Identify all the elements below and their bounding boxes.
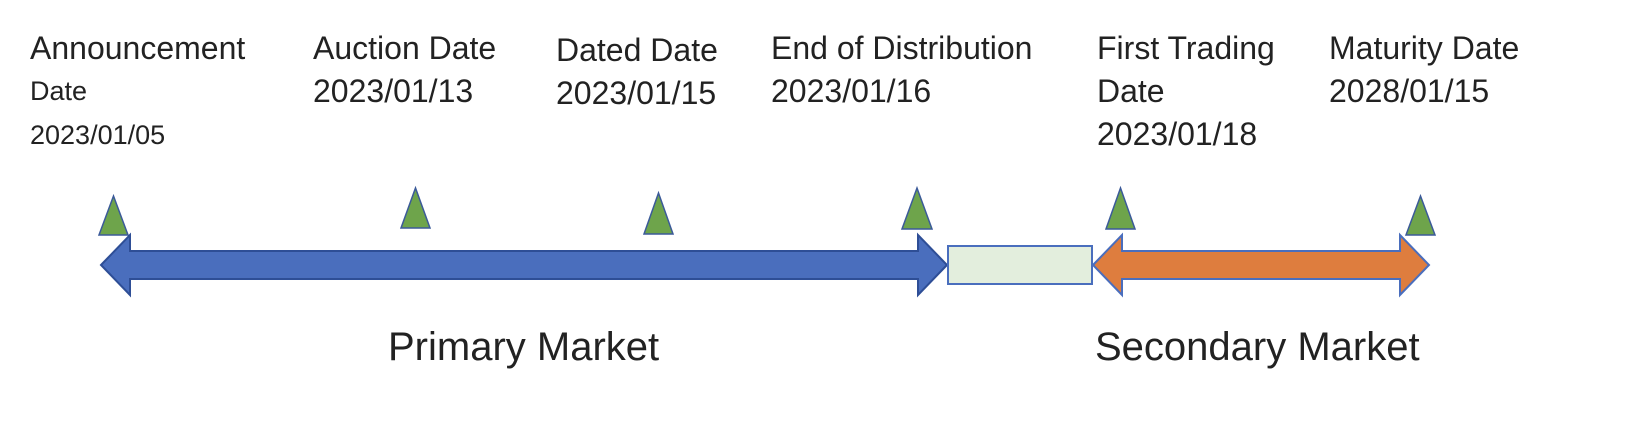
end-of-distribution-label: End of Distribution 2023/01/16 — [771, 30, 1037, 109]
first-trading-label-line-1: First Trading — [1097, 30, 1275, 66]
maturity-label-line-1: Maturity Date — [1329, 30, 1519, 66]
first-trading-label: First Trading Date 2023/01/18 — [1097, 30, 1279, 152]
announcement-date-value: 2023/01/05 — [30, 120, 165, 150]
first-trading-date-value: 2023/01/18 — [1097, 116, 1257, 152]
dated-label-line-1: Dated Date — [556, 32, 718, 68]
dated-label: Dated Date 2023/01/15 — [556, 32, 722, 111]
secondary-market-label: Secondary Market — [1095, 325, 1420, 369]
milestone-labels: Announcement Date 2023/01/05 Auction Dat… — [30, 30, 1524, 152]
first-trading-marker-icon — [1104, 185, 1137, 230]
primary-market-arrow — [99, 232, 949, 298]
auction-label-line-1: Auction Date — [313, 30, 496, 66]
announcement-label: Announcement Date 2023/01/05 — [30, 30, 250, 150]
end-of-distribution-marker-icon — [900, 185, 934, 230]
auction-marker-icon — [399, 185, 432, 229]
secondary-market-arrow — [1091, 232, 1431, 298]
announcement-marker-icon — [97, 193, 130, 236]
end-of-distribution-label-line-1: End of Distribution — [771, 30, 1032, 66]
announcement-label-line-1: Announcement — [30, 30, 245, 66]
primary-market-label: Primary Market — [388, 325, 659, 369]
end-of-distribution-date-value: 2023/01/16 — [771, 73, 931, 109]
milestone-markers — [97, 185, 1437, 236]
first-trading-label-line-2: Date — [1097, 73, 1165, 109]
dated-marker-icon — [642, 190, 675, 235]
maturity-date-value: 2028/01/15 — [1329, 73, 1489, 109]
announcement-label-line-2: Date — [30, 76, 87, 106]
maturity-label: Maturity Date 2028/01/15 — [1329, 30, 1524, 109]
dated-date-value: 2023/01/15 — [556, 75, 716, 111]
maturity-marker-icon — [1404, 193, 1437, 236]
auction-date-value: 2023/01/13 — [313, 73, 473, 109]
auction-label: Auction Date 2023/01/13 — [313, 30, 501, 109]
distribution-gap-box — [947, 245, 1093, 285]
